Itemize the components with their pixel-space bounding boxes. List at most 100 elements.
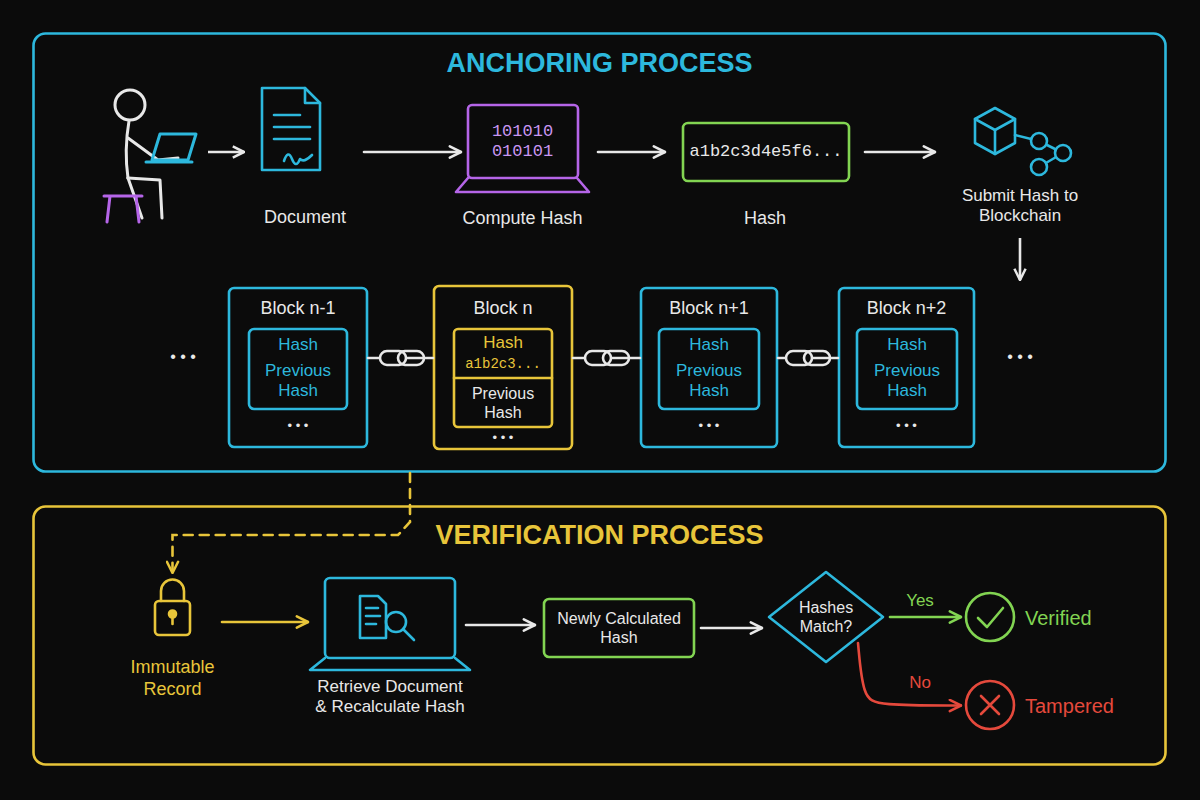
outline [683, 123, 849, 181]
process-panel: Immutable RecordRetrieve Document & Reca… [32, 505, 1167, 766]
stool-symbol [104, 196, 142, 222]
person-arm [128, 138, 178, 160]
connector-arrow [173, 473, 411, 573]
node-label: Tampered [1025, 678, 1113, 733]
ellipsis: • • • [158, 344, 208, 370]
flow-arrow [1019, 238, 1022, 280]
outline [325, 578, 455, 658]
outline [274, 126, 310, 129]
connector-arrow [890, 616, 961, 619]
node-label: Document [250, 205, 360, 231]
block-title: Block n-1 [228, 295, 368, 323]
block-box: Hasha1b2c3...Previous HashBlock n• • • [433, 285, 573, 450]
block-content: HashPrevious Hash [658, 328, 760, 410]
person-illustration [104, 90, 196, 222]
document-icon: Document [250, 85, 360, 230]
laptop-icon: 101010 010101Compute Hash [455, 100, 590, 230]
outline [366, 607, 378, 610]
chain-ring [380, 351, 406, 365]
outline [769, 572, 883, 662]
result-icon: Tampered [963, 678, 1113, 733]
flow-arrow [208, 151, 244, 154]
chain-link [786, 351, 830, 365]
outline [274, 138, 310, 141]
node-label: Previous Hash [453, 381, 553, 425]
block-title: Block n+1 [640, 295, 778, 323]
chain-ring [585, 351, 611, 365]
person-body [126, 121, 129, 178]
hash-value: a1b2c3d4e5f6... [682, 122, 850, 182]
node-label: Retrieve Document & Recalculate Hash [314, 674, 466, 720]
chain-ring [398, 351, 424, 365]
connector-arrow [778, 357, 838, 360]
process-panel: Document 101010 010101Compute Hash a1b2c3d… [32, 32, 1167, 473]
chain-link [380, 351, 424, 365]
ellipsis: • • • [838, 415, 975, 437]
block-content: Hasha1b2c3...Previous Hash [453, 328, 553, 428]
chain-link [585, 351, 629, 365]
node-label: Newly Calculated Hash [549, 598, 689, 658]
connector-arrow [858, 643, 961, 706]
outline [305, 88, 320, 103]
outline [456, 178, 589, 192]
outline [975, 119, 1015, 130]
node-label: Submit Hash to Blockchain [940, 181, 1100, 231]
chain-ring [804, 351, 830, 365]
person-head [115, 90, 145, 120]
block-box: HashPrevious HashBlock n+1• • • [640, 287, 778, 448]
outline [1031, 133, 1047, 149]
outline [544, 599, 694, 657]
outline [454, 329, 552, 427]
outline [262, 88, 320, 170]
outline [994, 130, 997, 154]
panel-title: VERIFICATION PROCESS [32, 517, 1167, 553]
node-label: Hash [248, 334, 348, 356]
person-leg [128, 178, 162, 218]
outline [171, 616, 174, 624]
connector-arrow [598, 151, 665, 154]
outline [978, 608, 1003, 627]
connector-arrow [865, 151, 935, 154]
block-box: HashPrevious Hash Block n-1 • • • [228, 287, 368, 448]
outline [360, 596, 386, 638]
laptop-symbol [152, 134, 196, 160]
laptop-icon: Retrieve Document & Recalculate Hash [300, 572, 480, 720]
block-title: Block n [433, 295, 573, 323]
connector-arrow [701, 627, 762, 630]
panel-title: ANCHORING PROCESS [32, 44, 1167, 82]
node-label: Previous Hash [248, 358, 348, 404]
outline [274, 114, 300, 117]
outline [966, 681, 1014, 729]
decision-diamond: Hashes Match? [768, 571, 884, 663]
block-content: HashPrevious Hash [856, 328, 958, 410]
hash-box: a1b2c3d4e5f6...Hash [675, 120, 855, 230]
ellipsis: • • • [995, 344, 1045, 370]
ellipsis: • • • [228, 415, 368, 437]
connector-arrow [364, 151, 461, 154]
connector-arrow [368, 357, 433, 360]
node-label: Previous Hash [856, 358, 958, 404]
outline [975, 108, 1015, 154]
chain-ring [603, 351, 629, 365]
outline [659, 329, 759, 409]
block-title: Block n+2 [838, 295, 975, 323]
shape-outline [768, 571, 884, 663]
outline [434, 286, 572, 449]
node-label: Verified [1025, 590, 1113, 645]
node-label: Compute Hash [455, 206, 590, 232]
person-leg [128, 178, 142, 218]
connector-arrow [573, 357, 640, 360]
outline [366, 615, 380, 618]
outline [468, 105, 578, 178]
outline [403, 629, 414, 640]
node-label: Previous Hash [658, 358, 760, 404]
outline [34, 34, 1166, 472]
outline [310, 658, 470, 670]
outline [1055, 145, 1071, 161]
block-content: HashPrevious Hash [248, 328, 348, 410]
result-icon: Verified [963, 590, 1113, 645]
blockchain-icon: Submit Hash to Blockchain [935, 105, 1105, 230]
node-label: Hash [658, 334, 760, 356]
